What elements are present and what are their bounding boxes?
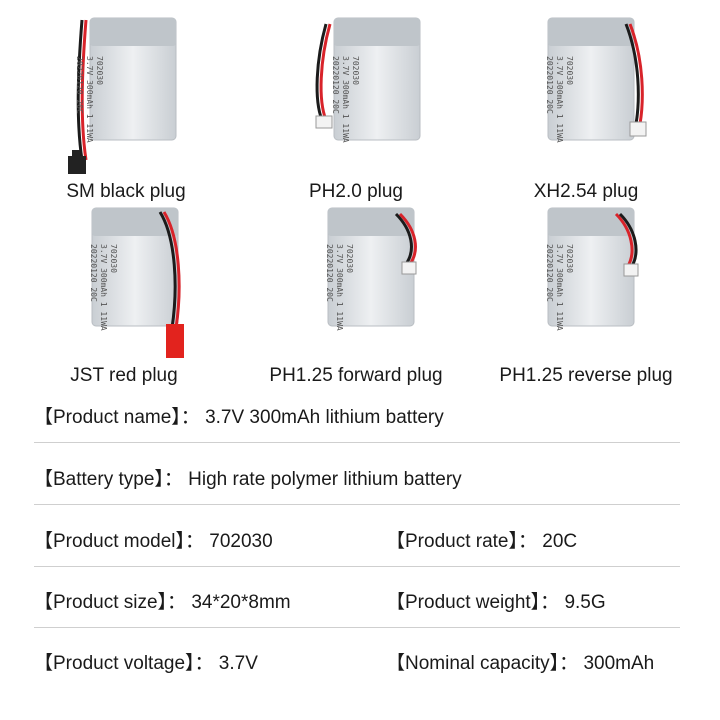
- spec-product-name: 【Product name】： 3.7V 300mAh lithium batt…: [34, 407, 444, 428]
- cell-print: 702030 3.7V 300mAh 1 11WA 20220120 20C: [331, 56, 360, 143]
- battery-jst-red-plug: 702030 3.7V 300mAh 1 11WA 20220120 20C: [84, 198, 284, 378]
- battery-ph20-plug: 702030 3.7V 300mAh 1 11WA 20220120 20C: [300, 0, 500, 180]
- battery-xh254-plug: 702030 3.7V 300mAh 1 11WA 20220120 20C: [540, 0, 720, 180]
- plug-label-sm-black: SM black plug: [66, 181, 186, 202]
- jst-plug-icon: [166, 324, 184, 358]
- battery-image: [68, 17, 177, 174]
- spec-battery-type: 【Battery type】： High rate polymer lithiu…: [34, 469, 462, 490]
- spec-product-weight: 【Product weight】： 9.5G: [386, 592, 606, 613]
- divider: [34, 627, 680, 628]
- battery-image: [547, 207, 639, 327]
- cell-print: 702030 3.7V 300mAh 1 11WA 20220120 20C: [325, 244, 354, 331]
- ph125-reverse-plug-icon: [623, 263, 639, 277]
- sm-plug-icon: [68, 156, 86, 174]
- battery-image: [327, 207, 417, 327]
- divider: [34, 442, 680, 443]
- ph20-plug-icon: [315, 115, 333, 129]
- cell-print: 702030 3.7V 300mAh 1 11WA 20220120 20C: [545, 56, 574, 143]
- plug-label-ph20: PH2.0 plug: [308, 181, 403, 202]
- cell-print: 702030 3.7V 300mAh 1 11WA 20220120 20C: [89, 244, 118, 331]
- spec-product-size: 【Product size】： 34*20*8mm: [34, 592, 291, 613]
- battery-image: [91, 207, 184, 358]
- cell-print: 702030 3.7V 300mAh 1 11WA 20220120 20C: [545, 244, 574, 331]
- cell-print: 702030 3.7V 300mAh 1 11WA 20220120 20C: [75, 56, 104, 143]
- plug-label-ph125-forward: PH1.25 forward plug: [269, 365, 443, 386]
- battery-image: [547, 17, 647, 141]
- spec-product-voltage: 【Product voltage】： 3.7V: [34, 653, 258, 674]
- divider: [34, 504, 680, 505]
- battery-sm-black-plug: 702030 3.7V 300mAh 1 11WA 20220120 20C: [60, 0, 260, 180]
- plug-label-xh254: XH2.54 plug: [533, 181, 639, 202]
- spec-product-model: 【Product model】： 702030: [34, 531, 273, 552]
- divider: [34, 566, 680, 567]
- battery-ph125-reverse-plug: 702030 3.7V 300mAh 1 11WA 20220120 20C: [540, 198, 720, 378]
- spec-nominal-capacity: 【Nominal capacity】： 300mAh: [386, 653, 655, 674]
- ph125-forward-plug-icon: [401, 261, 417, 275]
- plug-label-ph125-reverse: PH1.25 reverse plug: [499, 365, 673, 386]
- battery-ph125-forward-plug: 702030 3.7V 300mAh 1 11WA 20220120 20C: [320, 200, 520, 380]
- xh254-plug-icon: [629, 121, 647, 137]
- plug-label-jst-red: JST red plug: [70, 365, 178, 386]
- spec-product-rate: 【Product rate】： 20C: [386, 531, 578, 552]
- battery-image: [315, 17, 421, 141]
